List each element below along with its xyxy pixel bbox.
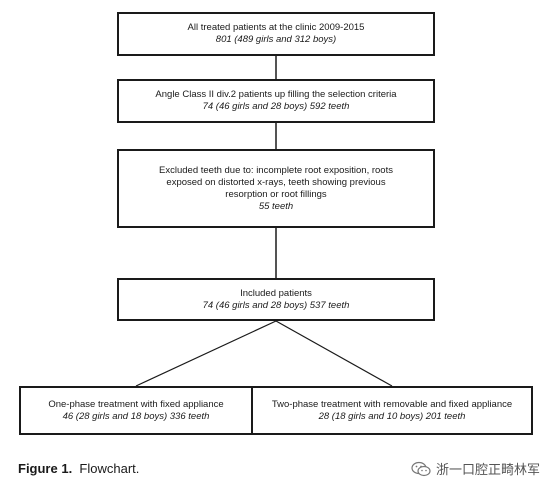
watermark-text: 浙一口腔正畸林军 — [435, 462, 540, 477]
connector-included-to-onephase — [135, 320, 277, 387]
two-phase-count: 28 (18 girls and 10 boys) 201 teeth — [318, 410, 466, 422]
excluded-teeth-box: Excluded teeth due to: incomplete root e… — [117, 149, 435, 228]
all-patients-count: 801 (489 girls and 312 boys) — [215, 34, 337, 45]
included-patients-box: Included patients 74 (46 girls and 28 bo… — [117, 278, 435, 321]
included-count: 74 (46 girls and 28 boys) 537 teeth — [202, 299, 350, 311]
one-phase-box: One-phase treatment with fixed appliance… — [19, 386, 253, 435]
excluded-reason-line-2: exposed on distorted x-rays, teeth showi… — [166, 176, 386, 188]
excluded-reason-line-3: resorption or root fillings — [225, 188, 327, 200]
angle-class-box: Angle Class II div.2 patients up filling… — [117, 79, 435, 123]
angle-class-count: 74 (46 girls and 28 boys) 592 teeth — [202, 101, 350, 112]
angle-class-title: Angle Class II div.2 patients up filling… — [155, 89, 397, 100]
figure-caption: Figure 1. Flowchart. — [18, 461, 139, 476]
figure-caption-text: Flowchart. — [79, 461, 140, 476]
figure-caption-label: Figure 1. — [18, 461, 73, 476]
one-phase-title: One-phase treatment with fixed appliance — [48, 398, 224, 410]
two-phase-title: Two-phase treatment with removable and f… — [271, 398, 513, 410]
connector-included-to-twophase — [275, 320, 393, 387]
excluded-count: 55 teeth — [258, 200, 294, 212]
wechat-icon — [411, 461, 431, 476]
two-phase-box: Two-phase treatment with removable and f… — [251, 386, 533, 435]
all-patients-box: All treated patients at the clinic 2009-… — [117, 12, 435, 56]
all-patients-title: All treated patients at the clinic 2009-… — [187, 22, 365, 33]
excluded-reason-line-1: Excluded teeth due to: incomplete root e… — [159, 164, 393, 176]
included-title: Included patients — [240, 287, 312, 299]
one-phase-count: 46 (28 girls and 18 boys) 336 teeth — [62, 410, 210, 422]
watermark: 浙一口腔正畸林军 — [411, 459, 540, 478]
